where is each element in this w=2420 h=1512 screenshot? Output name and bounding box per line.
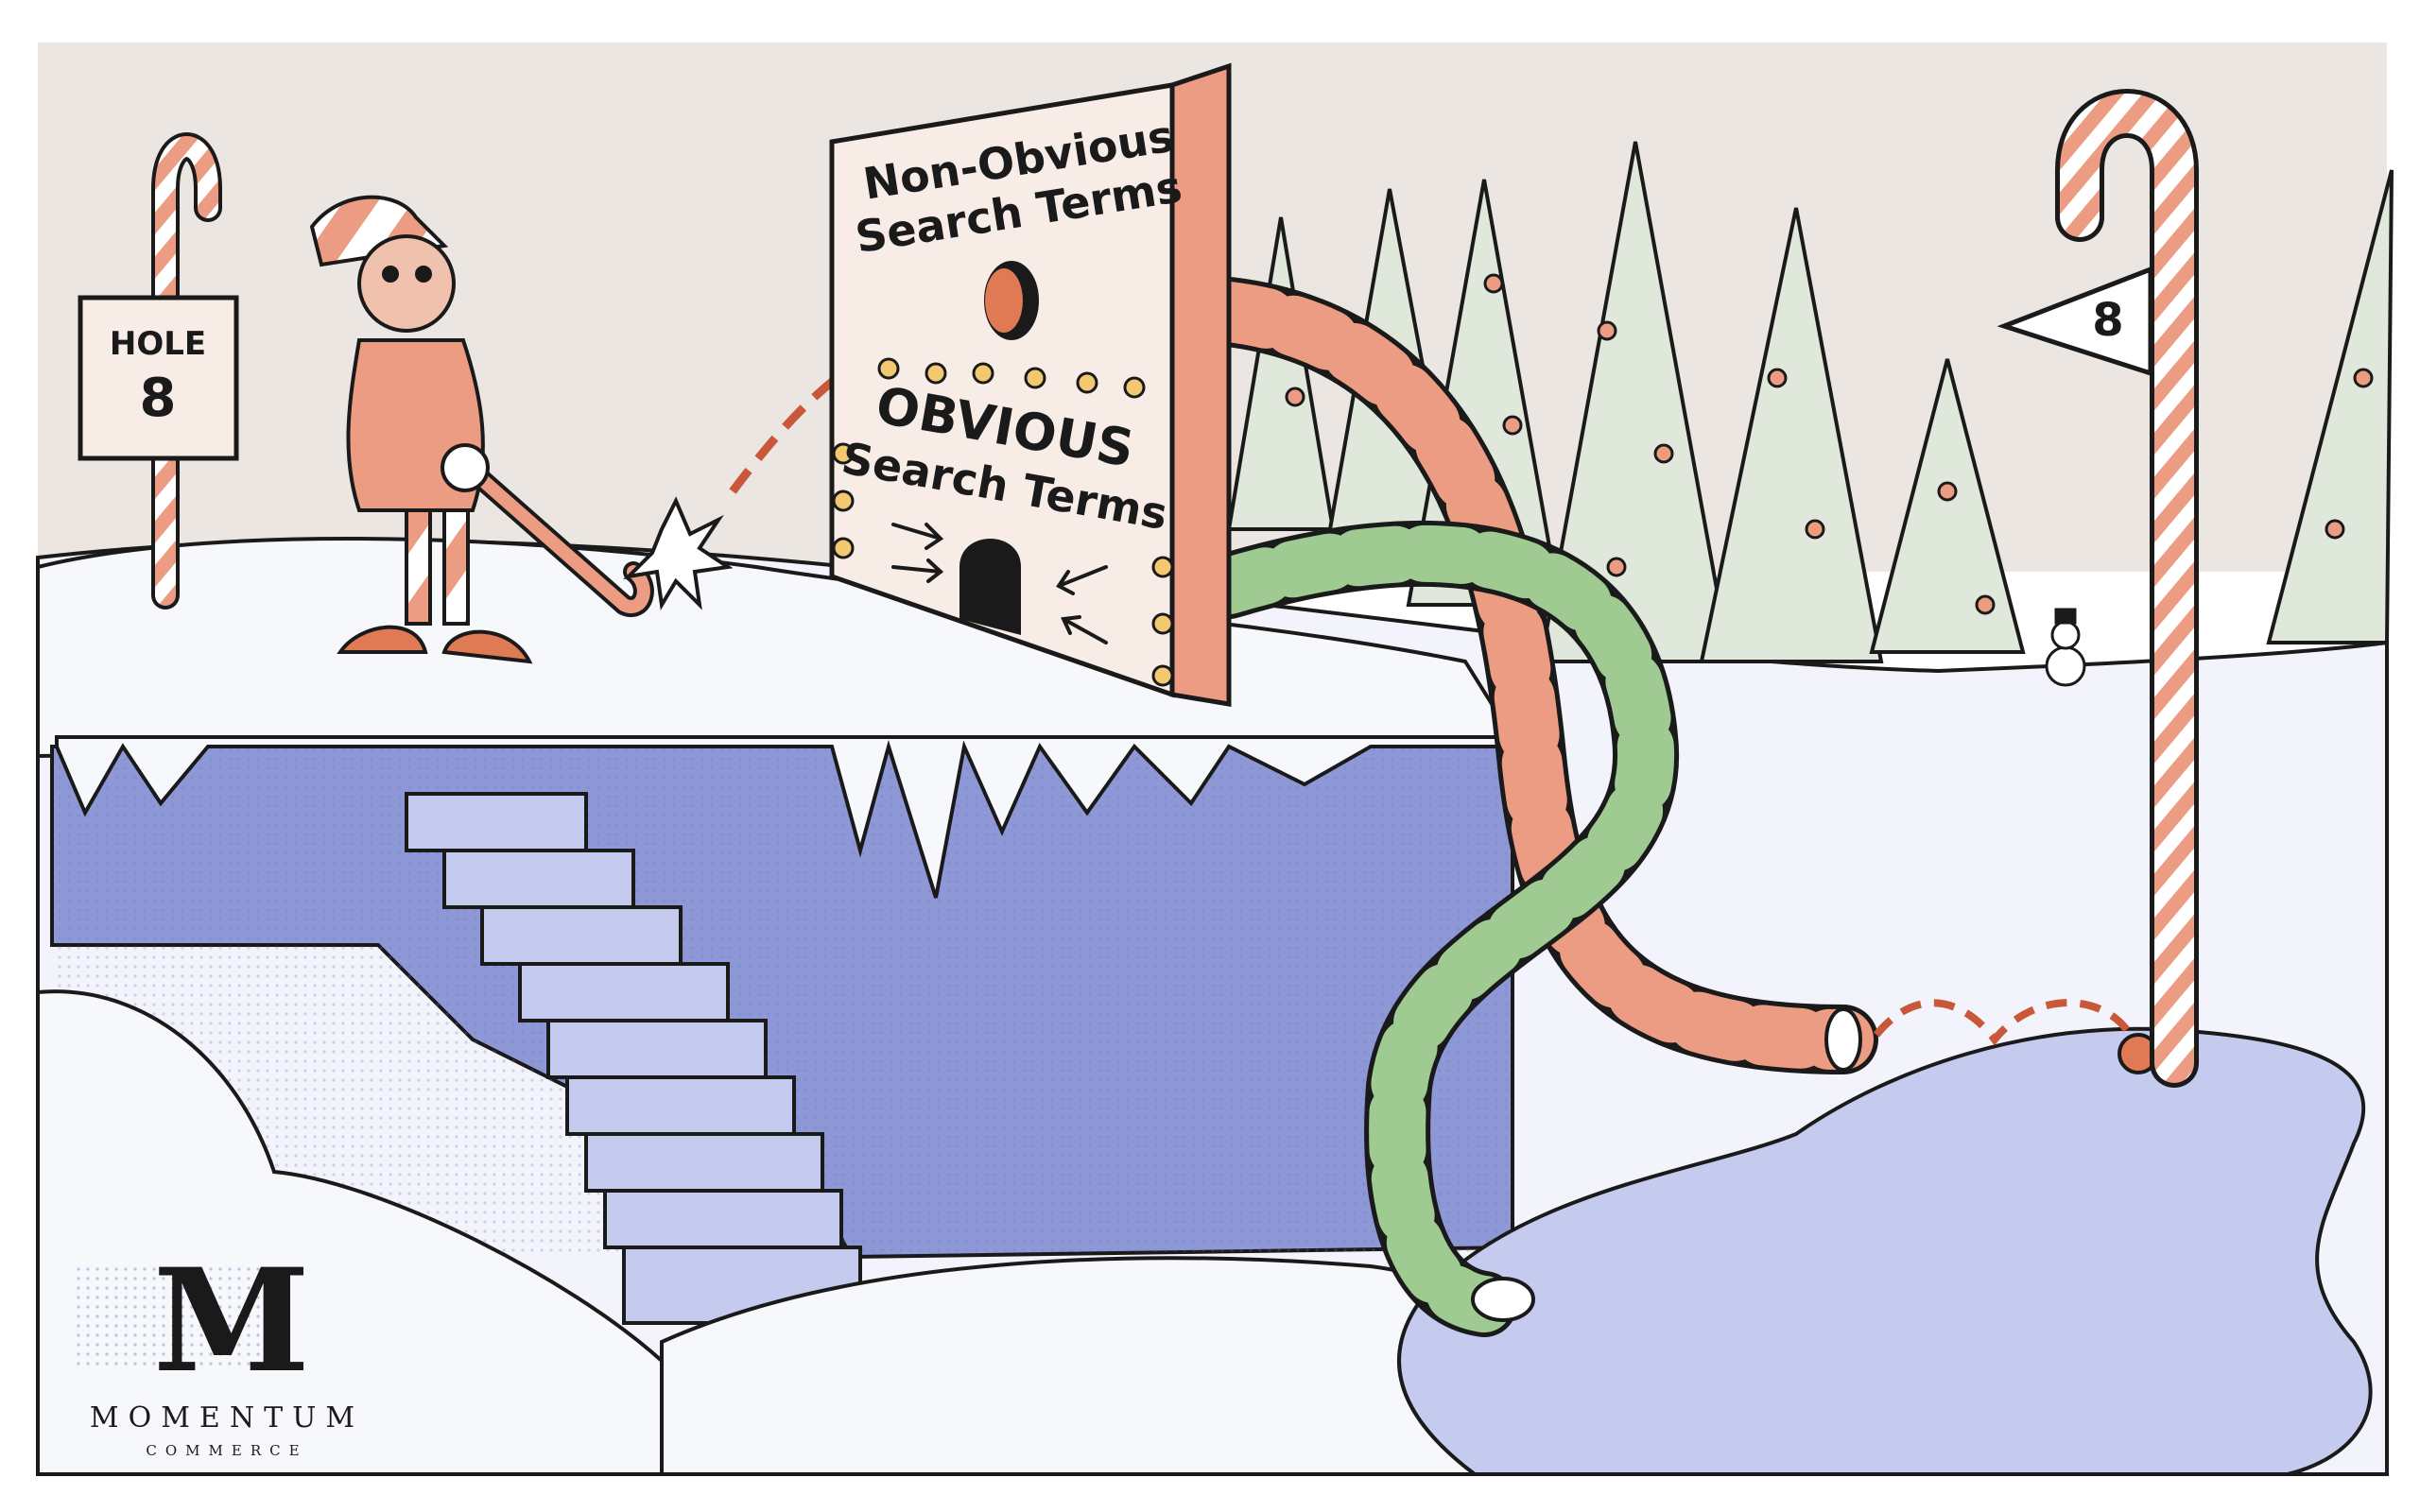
elf-golfer bbox=[309, 195, 654, 664]
ball-path-hole bbox=[1873, 999, 2131, 1046]
wall-lights bbox=[832, 357, 1174, 687]
logo-sub: COMMERCE bbox=[146, 1442, 307, 1459]
flag-number: 8 bbox=[2092, 294, 2123, 347]
golf-flag bbox=[1996, 266, 2153, 377]
logo-mark: M bbox=[153, 1238, 310, 1404]
impact-burst bbox=[623, 496, 734, 610]
hole-sign-label: HOLE bbox=[110, 325, 206, 363]
wall-front bbox=[829, 82, 1175, 698]
wall-side bbox=[1169, 62, 1232, 707]
logo-name: MOMENTUM bbox=[90, 1401, 364, 1435]
wall-hole-lower bbox=[959, 539, 1021, 635]
momentum-logo: M MOMENTUM COMMERCE bbox=[71, 1238, 364, 1459]
wall-arrows bbox=[891, 523, 1108, 644]
hole-sign bbox=[78, 295, 239, 461]
hole-sign-number: 8 bbox=[140, 368, 177, 429]
ball-path-wall bbox=[729, 307, 989, 494]
frozen-pond bbox=[1397, 1026, 2373, 1476]
snowman bbox=[2045, 608, 2086, 687]
icicles bbox=[55, 735, 1514, 899]
